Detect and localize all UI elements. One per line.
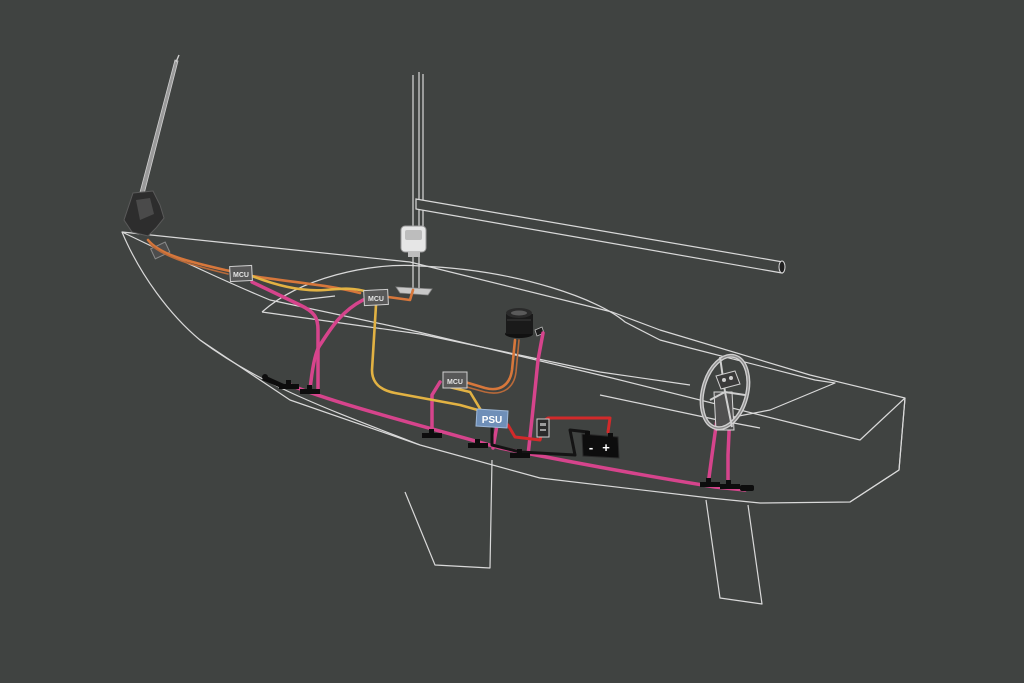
t-connector (279, 380, 299, 389)
battery-plus-label: + (602, 440, 610, 455)
waterline-curve (199, 339, 421, 446)
battery-icon: - + (581, 431, 620, 459)
hull-outline (121, 231, 906, 605)
cockpit-coaming (689, 347, 836, 421)
dome-display-icon (505, 308, 533, 338)
rigging (138, 54, 786, 296)
mast (412, 72, 424, 290)
deck-edge (121, 231, 906, 441)
cockpit-sole (599, 394, 761, 429)
network-terminators (262, 374, 754, 491)
mcu-bow-label: MCU (233, 272, 249, 279)
sensor-cables-secondary (149, 243, 520, 394)
mcu-aft-module: MCU (442, 371, 468, 389)
terminator-end (740, 485, 754, 491)
t-connector (720, 480, 740, 489)
transom (849, 397, 906, 503)
psu-label: PSU (482, 415, 503, 426)
masthead-sensor-icon (123, 190, 165, 237)
t-connector (262, 374, 284, 388)
battery-minus-label: - (589, 440, 593, 455)
mcu-bow-module: MCU (229, 264, 253, 283)
mcu-aft-label: MCU (447, 379, 463, 386)
cabin-side (261, 311, 691, 386)
psu-module: PSU (475, 408, 509, 429)
t-connector (300, 385, 320, 394)
bow-antenna (138, 54, 180, 199)
mast-unit-icon (400, 225, 427, 257)
negative-cable (490, 426, 590, 457)
hull-sheerline (121, 231, 906, 504)
t-connector (422, 429, 442, 438)
steering-wheel-icon (699, 353, 751, 431)
helm-display (715, 370, 741, 390)
boom (415, 198, 786, 274)
t-connector (510, 449, 530, 458)
sensor-cables (146, 238, 517, 391)
t-connector (700, 478, 720, 487)
cabin-front (299, 295, 336, 301)
t-connector (468, 439, 488, 448)
keel-fin (404, 459, 493, 569)
mcu-mast-module: MCU (363, 288, 389, 307)
battery-switch (536, 418, 550, 438)
rudder (705, 499, 763, 605)
mcu-mast-label: MCU (368, 296, 384, 303)
network-backbone (250, 280, 747, 492)
